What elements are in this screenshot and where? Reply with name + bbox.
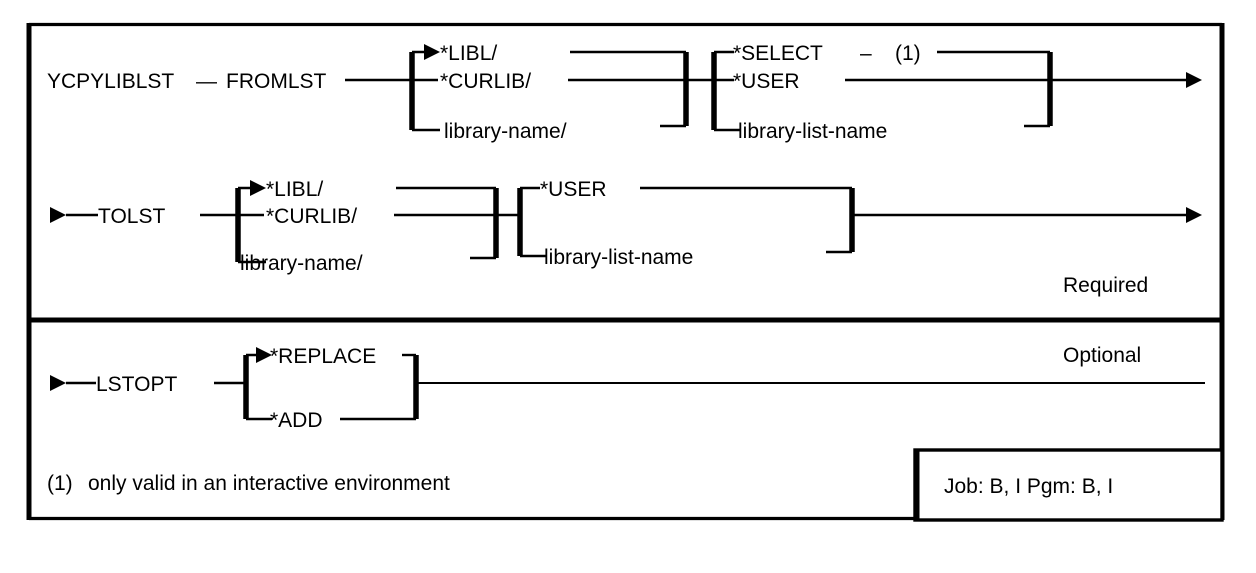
environment-box: Job: B, I Pgm: B, I	[913, 448, 1224, 522]
section-label-required: Required	[1063, 274, 1148, 297]
line-end-arrow-icon	[1186, 72, 1202, 88]
keyword-fromlst: FROMLST	[226, 70, 327, 93]
group-fromlst-listname: *SELECT – (1) *USER library-list-name	[711, 42, 1053, 143]
branch-label: *LIBL/	[266, 178, 323, 201]
default-arrow-icon	[424, 44, 440, 60]
default-arrow-icon	[250, 180, 266, 196]
footnote-marker: (1)	[47, 472, 73, 495]
branch-label: library-name/	[444, 120, 567, 143]
branch-label: *ADD	[270, 409, 323, 432]
line-start-arrow-icon	[50, 207, 66, 223]
row-tolst: TOLST *LIBL/ *CURLIB/ library-name/	[50, 178, 1202, 297]
environment-box-text: Job: B, I Pgm: B, I	[944, 475, 1113, 498]
section-label-optional: Optional	[1063, 344, 1141, 367]
footnote-row: (1) only valid in an interactive environ…	[47, 472, 450, 495]
keyword-lstopt: LSTOPT	[96, 373, 177, 396]
footnote-marker: (1)	[895, 42, 921, 65]
default-arrow-icon	[256, 347, 272, 363]
branch-label: *CURLIB/	[266, 205, 357, 228]
group-tolst-qualifier: *LIBL/ *CURLIB/ library-name/	[235, 178, 499, 275]
keyword-tolst: TOLST	[98, 205, 165, 228]
line-end-arrow-icon	[1186, 207, 1202, 223]
group-lstopt-values: *REPLACE *ADD	[243, 345, 419, 432]
branch-label: *CURLIB/	[440, 70, 531, 93]
command-keyword-separator: —	[196, 70, 217, 93]
row-lstopt: Optional LSTOPT *REPLACE *ADD	[50, 344, 1205, 432]
group-fromlst-qualifier: *LIBL/ *CURLIB/ library-name/	[409, 42, 689, 143]
branch-label: library-list-name	[738, 120, 887, 143]
branch-label: *LIBL/	[440, 42, 497, 65]
branch-label: library-name/	[240, 252, 363, 275]
line-start-arrow-icon	[50, 375, 66, 391]
row-fromlst: YCPYLIBLST — FROMLST *LIBL/ *CURLIB/	[47, 42, 1202, 143]
branch-label: *REPLACE	[270, 345, 376, 368]
branch-label: *USER	[733, 70, 800, 93]
diagram-frame	[26, 22, 1225, 521]
branch-label: *SELECT	[733, 42, 823, 65]
branch-label: *USER	[540, 178, 607, 201]
footnote-text: only valid in an interactive environment	[88, 472, 450, 495]
command-name: YCPYLIBLST	[47, 70, 174, 93]
branch-label: library-list-name	[544, 246, 693, 269]
group-tolst-listname: *USER library-list-name	[517, 178, 855, 269]
footnote-dash: –	[860, 42, 872, 65]
